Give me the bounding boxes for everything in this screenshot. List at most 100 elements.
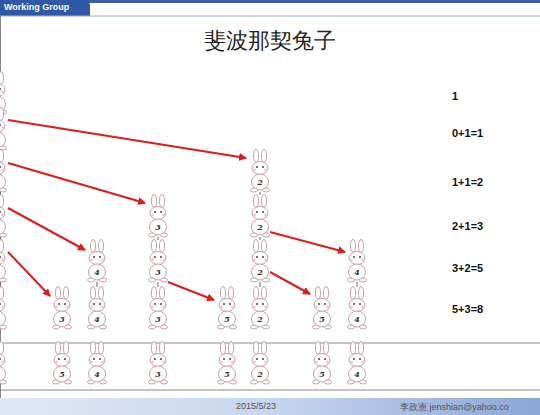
rabbit-cheek [90,361,93,364]
rabbit-part [0,325,7,329]
rabbit-cheek [151,306,154,309]
rabbit-part [0,207,5,220]
rabbit [53,342,72,385]
rabbit-eye [256,303,258,305]
rabbit-cheek [253,169,256,172]
rabbit-eye [256,211,258,213]
rabbit-stem [357,282,358,287]
rabbit-cheek [315,306,318,309]
fibonacci-sum: 2+1=3 [452,220,483,232]
rabbit-eye [160,358,162,360]
rabbit-eye [256,358,258,360]
fibonacci-sum: 1+1=2 [452,176,483,188]
rabbit-number: 5 [58,370,66,379]
rabbit-number: 2 [256,315,264,324]
rabbit-cheek [151,214,154,217]
rabbit-cheek [253,259,256,262]
rabbit-part [314,299,330,312]
rabbit-part [219,299,235,312]
rabbit-number: 5 [318,370,326,379]
rabbit-part [360,278,367,282]
rabbit-part [89,354,105,367]
rabbit-eye [359,303,361,305]
rabbit-number: 4 [93,268,101,277]
rabbit-cheek [264,306,267,309]
rabbit [251,342,270,385]
rabbit [251,150,270,193]
rabbit-part [251,380,258,384]
birth-arrow [8,120,246,158]
rabbit-eye [229,303,231,305]
rabbit-part [252,207,268,220]
rabbit-part [358,240,363,253]
fibonacci-sum: 5+3=8 [452,303,483,315]
rabbit [251,287,270,330]
rabbit-number: 4 [353,268,361,277]
rabbit [0,287,7,330]
rabbit-part [63,342,68,355]
rabbit-cheek [326,306,329,309]
rabbit-part [55,287,60,300]
rabbit-eye [229,358,231,360]
rabbit-eye [324,358,326,360]
rabbit-eye [154,358,156,360]
rabbit-eye [353,303,355,305]
rabbit-eye [99,303,101,305]
rabbit-cheek [350,306,353,309]
footer-date: 2015/5/23 [236,401,276,411]
rabbit-part [0,120,5,133]
rabbit-stem [158,282,159,287]
rabbit [218,342,237,385]
rabbit-eye [64,358,66,360]
rabbit-stem [260,192,261,195]
rabbit-eye [318,358,320,360]
rabbit-part [65,380,72,384]
rabbit [149,287,168,330]
rabbit-cheek [162,259,165,262]
rabbit-eye [0,88,1,90]
rabbit-part [0,287,4,300]
rabbit-eye [93,358,95,360]
rabbit-cheek [326,361,329,364]
rabbit-part [55,342,60,355]
rabbit-eye [223,303,225,305]
header-rule [0,16,540,17]
rabbit-cheek [361,361,364,364]
rabbit-part [350,240,355,253]
rabbit [313,342,332,385]
rabbit-eye [58,358,60,360]
rabbit-part [251,278,258,282]
rabbit-part [98,240,103,253]
rabbit [0,150,7,193]
rabbit-part [263,325,270,329]
rabbit-number: 3 [154,268,162,277]
rabbit-part [0,72,4,85]
rabbit-part [0,342,4,355]
rabbit-part [350,342,355,355]
rabbit-part [161,325,168,329]
footer-author: 李政憲 jenshian@yahoo.co [400,401,509,414]
rabbit-part [100,278,107,282]
rabbit-eye [262,303,264,305]
rabbit-part [251,188,258,192]
rabbit-eye [154,211,156,213]
rabbit-eye [359,358,361,360]
rabbit-part [228,342,233,355]
rabbit [251,195,270,238]
rabbit-cheek [1,306,4,309]
rabbit-number: 4 [353,315,361,324]
rabbit-part [220,287,225,300]
rabbit-cheek [1,91,4,94]
rabbit-part [219,354,235,367]
rabbit-part [100,380,107,384]
rabbit-part [159,342,164,355]
rabbit-eye [0,303,1,305]
rabbit-part [98,287,103,300]
rabbit-eye [64,303,66,305]
rabbit [149,342,168,385]
rabbit-part [53,380,60,384]
rabbit-cheek [253,214,256,217]
rabbit-cheek [361,259,364,262]
